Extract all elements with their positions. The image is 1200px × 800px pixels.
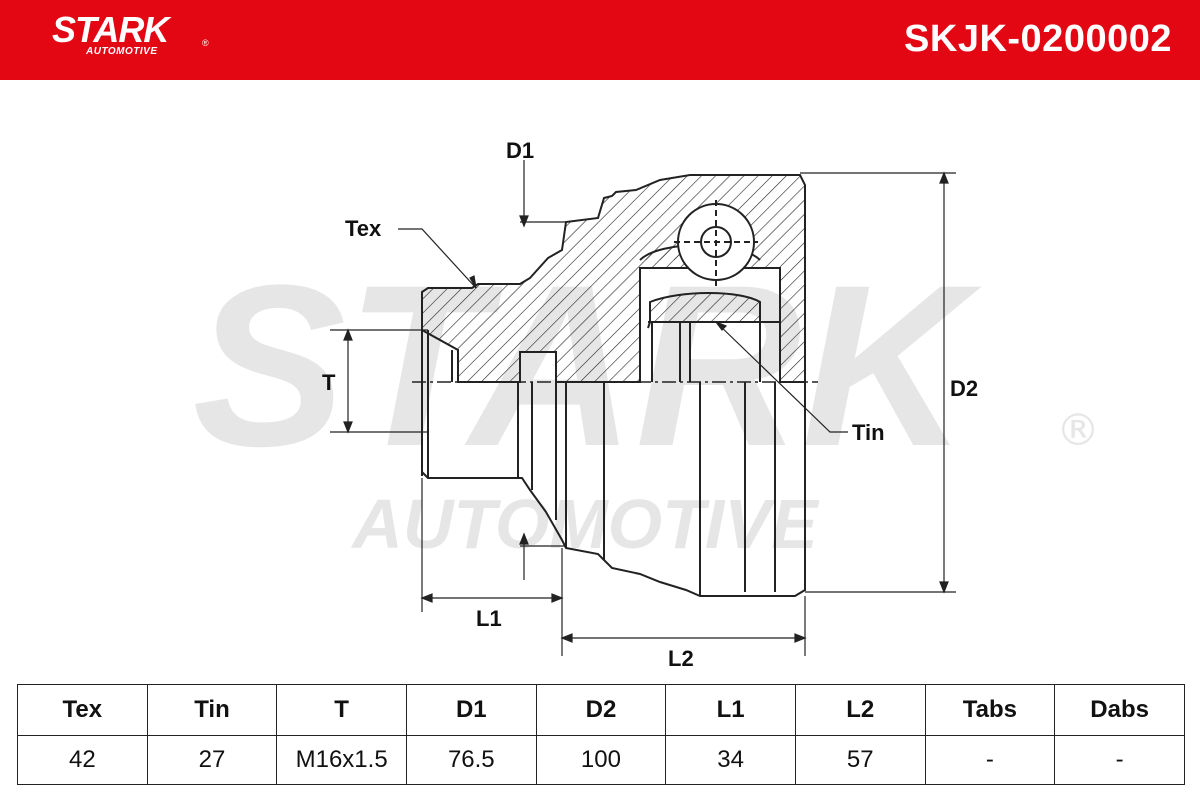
value-d1: 76.5: [405, 735, 537, 785]
watermark-registered-mark: ®: [1056, 405, 1100, 456]
value-tex: 42: [17, 735, 148, 785]
label-tex: Tex: [345, 216, 382, 241]
dimension-labels: D1 Tex T Tin D2 L1 L2: [322, 138, 978, 671]
col-tex: Tex: [17, 684, 148, 736]
logo-subtitle: AUTOMOTIVE: [86, 46, 158, 57]
label-l2: L2: [668, 646, 694, 671]
col-d2: D2: [535, 684, 667, 736]
value-dabs: -: [1054, 735, 1185, 785]
value-tabs: -: [924, 735, 1056, 785]
watermark-subtitle: AUTOMOTIVE: [350, 485, 820, 563]
col-d1: D1: [405, 684, 537, 736]
specs-header-row: Tex Tin T D1 D2 L1 L2 Tabs Dabs: [17, 684, 1185, 736]
label-d1: D1: [506, 138, 534, 163]
col-dabs: Dabs: [1054, 684, 1185, 736]
value-tin: 27: [146, 735, 278, 785]
value-d2: 100: [535, 735, 667, 785]
part-number: SKJK-0200002: [904, 18, 1172, 60]
technical-drawing: STARK AUTOMOTIVE ®: [192, 138, 1100, 671]
cv-joint-outline: [412, 174, 818, 597]
header-bar: STARK ® AUTOMOTIVE SKJK-0200002: [0, 0, 1200, 80]
dimension-lines: [330, 160, 956, 656]
col-tabs: Tabs: [924, 684, 1056, 736]
label-d2: D2: [950, 376, 978, 401]
value-l1: 34: [665, 735, 796, 785]
col-l1: L1: [665, 684, 796, 736]
col-l2: L2: [794, 684, 926, 736]
value-l2: 57: [794, 735, 926, 785]
label-l1: L1: [476, 606, 502, 631]
label-tin: Tin: [852, 420, 885, 445]
logo-registered-mark: ®: [202, 38, 209, 48]
specs-value-row: 42 27 M16x1.5 76.5 100 34 57 - -: [17, 735, 1185, 785]
logo-text: STARK: [52, 9, 169, 50]
col-t: T: [276, 684, 407, 736]
stark-logo: STARK ® AUTOMOTIVE: [52, 9, 209, 58]
col-tin: Tin: [146, 684, 278, 736]
label-t: T: [322, 370, 336, 395]
specs-table: Tex Tin T D1 D2 L1 L2 Tabs Dabs 42 27 M1…: [17, 684, 1185, 785]
value-t: M16x1.5: [276, 735, 407, 785]
